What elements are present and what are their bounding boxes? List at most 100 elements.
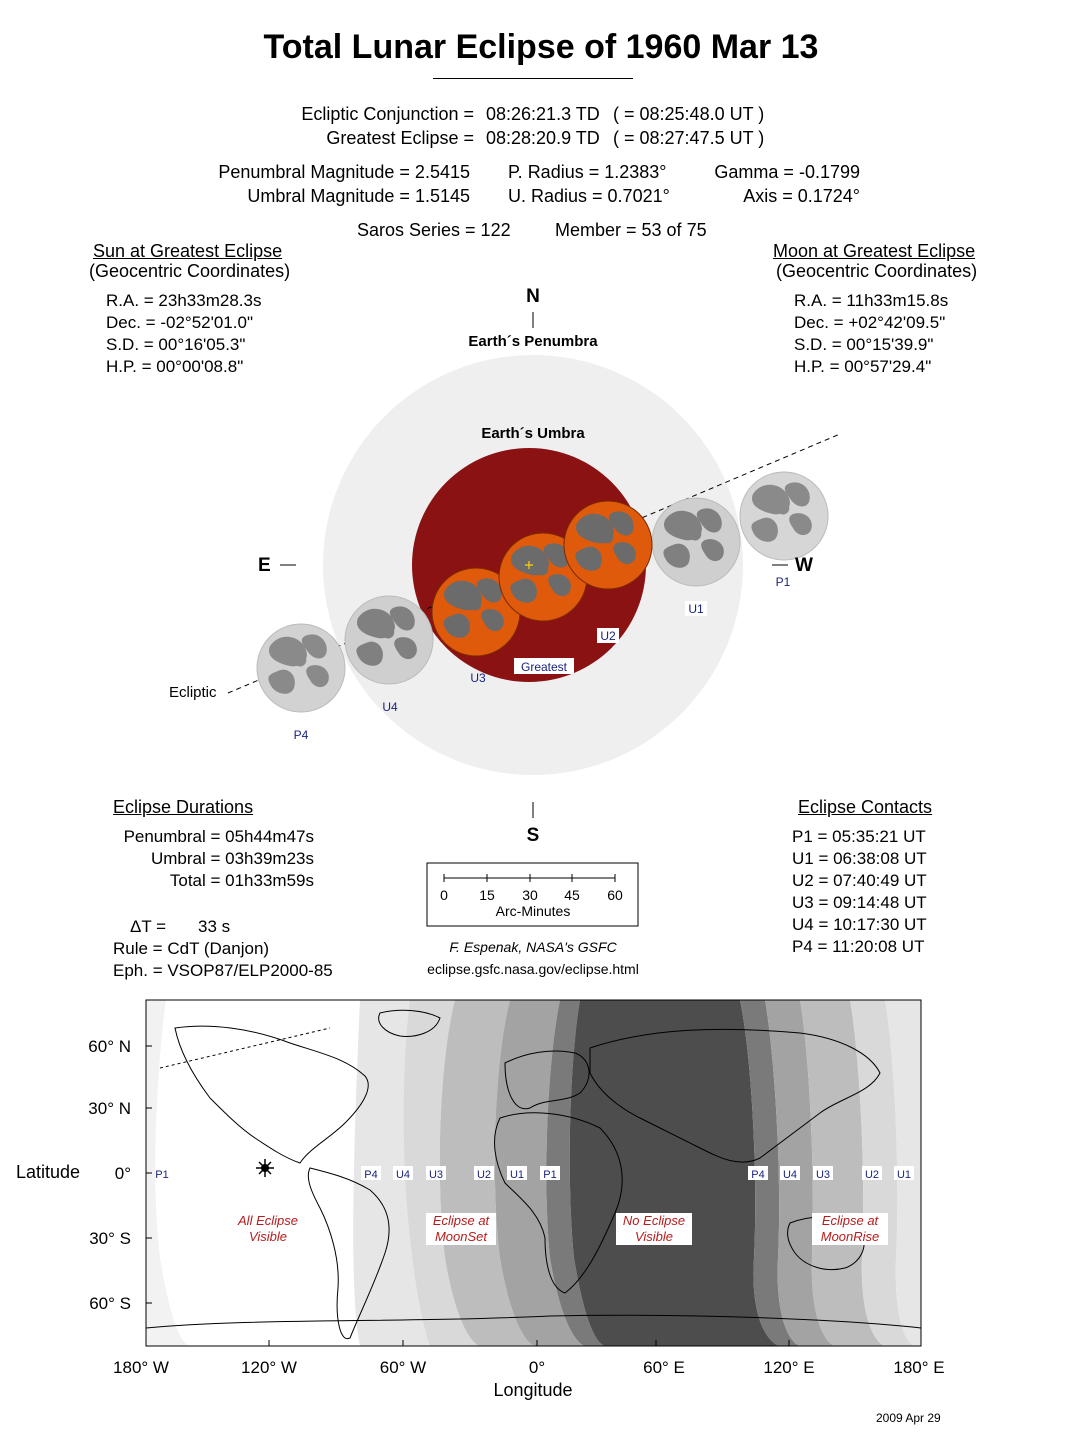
band-left-edge [146, 1000, 190, 1346]
contact-p1: P1 = 05:35:21 UT [792, 827, 926, 846]
lon-120w: 120° W [241, 1358, 297, 1377]
contact-p4: P4 = 11:20:08 UT [792, 937, 925, 956]
north-label: N [526, 286, 540, 307]
contact-u1: U1 = 06:38:08 UT [792, 849, 927, 868]
band-no-eclipse [569, 1000, 780, 1346]
map-right-u4: U4 [783, 1169, 797, 1181]
moon-u4 [344, 595, 434, 685]
ephemeris-value: Eph. = VSOP87/ELP2000-85 [113, 961, 333, 980]
duration-umbral: Umbral = 03h39m23s [150, 849, 314, 868]
moon-heading: Moon at Greatest Eclipse [773, 241, 976, 261]
sun-heading: Sun at Greatest Eclipse [93, 241, 283, 261]
duration-penumbral: Penumbral = 05h44m47s [123, 827, 314, 846]
map-right-u3: U3 [816, 1169, 830, 1181]
sun-sd: S.D. = 00°16'05.3" [106, 335, 246, 354]
contact-label-u3: U3 [470, 671, 486, 685]
contact-u2: U2 = 07:40:49 UT [792, 871, 927, 890]
arc-minute-scale: 0 15 30 45 60 Arc-Minutes [426, 862, 639, 927]
scale-tick-15: 15 [479, 887, 495, 903]
rule-value: Rule = CdT (Danjon) [113, 939, 270, 958]
saros-series: Saros Series = 122 [357, 220, 511, 240]
credit-author: F. Espenak, NASA's GSFC [449, 939, 617, 955]
visibility-map: 60° N 30° N 0° 30° S 60° S Latitude 180°… [16, 999, 945, 1400]
scale-tick-45: 45 [564, 887, 580, 903]
map-left-p4: P4 [364, 1169, 377, 1181]
penumbra-label: Earth´s Penumbra [468, 333, 598, 350]
contacts-heading: Eclipse Contacts [798, 797, 933, 817]
latitude-title: Latitude [16, 1162, 80, 1182]
shadow-center-mark [525, 561, 533, 569]
sun-ra: R.A. = 23h33m28.3s [106, 291, 262, 310]
zone-moonrise-line1: Eclipse at [822, 1213, 880, 1228]
sun-dec: Dec. = -02°52'01.0" [106, 313, 253, 332]
contact-u3: U3 = 09:14:48 UT [792, 893, 927, 912]
axis-value: Axis = 0.1724° [743, 186, 860, 206]
greenland-outline [378, 1009, 441, 1037]
map-right-u1: U1 [897, 1169, 911, 1181]
contact-label-u1: U1 [688, 602, 704, 616]
lat-30s: 30° S [89, 1229, 131, 1248]
zone-no-eclipse-box [616, 1213, 692, 1245]
contact-box-u1 [685, 601, 707, 616]
band-p4-u4-right [740, 1000, 800, 1346]
sun-hp: H.P. = 00°00'08.8" [106, 357, 244, 376]
east-label: E [258, 555, 271, 576]
duration-total: Total = 01h33m59s [169, 871, 314, 890]
scale-tick-30: 30 [522, 887, 538, 903]
antarctica-outline [146, 1314, 921, 1329]
contact-label-p1: P1 [776, 575, 791, 589]
zone-moonset-line2: MoonSet [435, 1229, 488, 1244]
band-u1-p1 [546, 1000, 605, 1346]
moon-subheading: (Geocentric Coordinates) [776, 261, 978, 281]
scale-label: Arc-Minutes [496, 903, 571, 919]
map-left-u2: U2 [477, 1169, 491, 1181]
lon-180e: 180° E [893, 1358, 944, 1377]
greatest-eclipse-td: 08:28:20.9 TD [486, 128, 600, 148]
map-left-p1: P1 [543, 1169, 556, 1181]
zone-all-visible-line2: Visible [249, 1229, 287, 1244]
map-right-u2: U2 [865, 1169, 879, 1181]
penumbra-radius: P. Radius = 1.2383° [508, 162, 667, 182]
sun-subheading: (Geocentric Coordinates) [89, 261, 291, 281]
map-left-u4: U4 [396, 1169, 410, 1181]
greatest-box [514, 658, 574, 674]
south-america-outline [307, 1167, 390, 1340]
map-left-u3: U3 [429, 1169, 443, 1181]
saros-member: Member = 53 of 75 [555, 220, 707, 240]
zone-moonrise-box [812, 1213, 888, 1245]
zone-no-eclipse-line2: Visible [635, 1229, 673, 1244]
contact-u4: U4 = 10:17:30 UT [792, 915, 927, 934]
ecliptic-conjunction-td: 08:26:21.3 TD [486, 104, 600, 124]
south-label: S [527, 825, 540, 846]
subsolar-point-icon [256, 1159, 274, 1177]
ecliptic-conjunction-label: Ecliptic Conjunction = [301, 104, 474, 124]
moon-u1 [651, 497, 741, 587]
lon-120e: 120° E [763, 1358, 814, 1377]
africa-outline [494, 1112, 623, 1294]
eclipse-diagram: N Earth´s Penumbra Earth´s Umbra E W S E… [169, 286, 841, 846]
moon-sd: S.D. = 00°15'39.9" [794, 335, 934, 354]
delta-t-label: ΔT = [130, 917, 167, 936]
band-u4-u3 [403, 1000, 480, 1346]
lat-60s: 60° S [89, 1294, 131, 1313]
greatest-label: Greatest [521, 660, 568, 674]
ecliptic-label: Ecliptic [169, 684, 217, 701]
map-right-p4: P4 [751, 1169, 764, 1181]
contact-label-u2: U2 [600, 629, 616, 643]
zone-no-eclipse-line1: No Eclipse [623, 1213, 685, 1228]
lat-0: 0° [115, 1164, 131, 1183]
greatest-eclipse-label: Greatest Eclipse = [326, 128, 474, 148]
map-left-u1: U1 [510, 1169, 524, 1181]
contact-label-u4: U4 [382, 700, 398, 714]
lat-30n: 30° N [88, 1099, 131, 1118]
moon-p1 [739, 471, 829, 561]
date-stamp: 2009 Apr 29 [876, 1411, 941, 1425]
penumbral-magnitude: Penumbral Magnitude = 2.5415 [218, 162, 470, 182]
moon-u2 [563, 500, 653, 590]
band-u3-u2-right [800, 1000, 885, 1346]
contact-box-u2 [597, 628, 619, 643]
longitude-title: Longitude [493, 1380, 572, 1400]
zone-moonset-box [426, 1213, 496, 1245]
umbra-radius: U. Radius = 0.7021° [508, 186, 670, 206]
lat-60n: 60° N [88, 1037, 131, 1056]
